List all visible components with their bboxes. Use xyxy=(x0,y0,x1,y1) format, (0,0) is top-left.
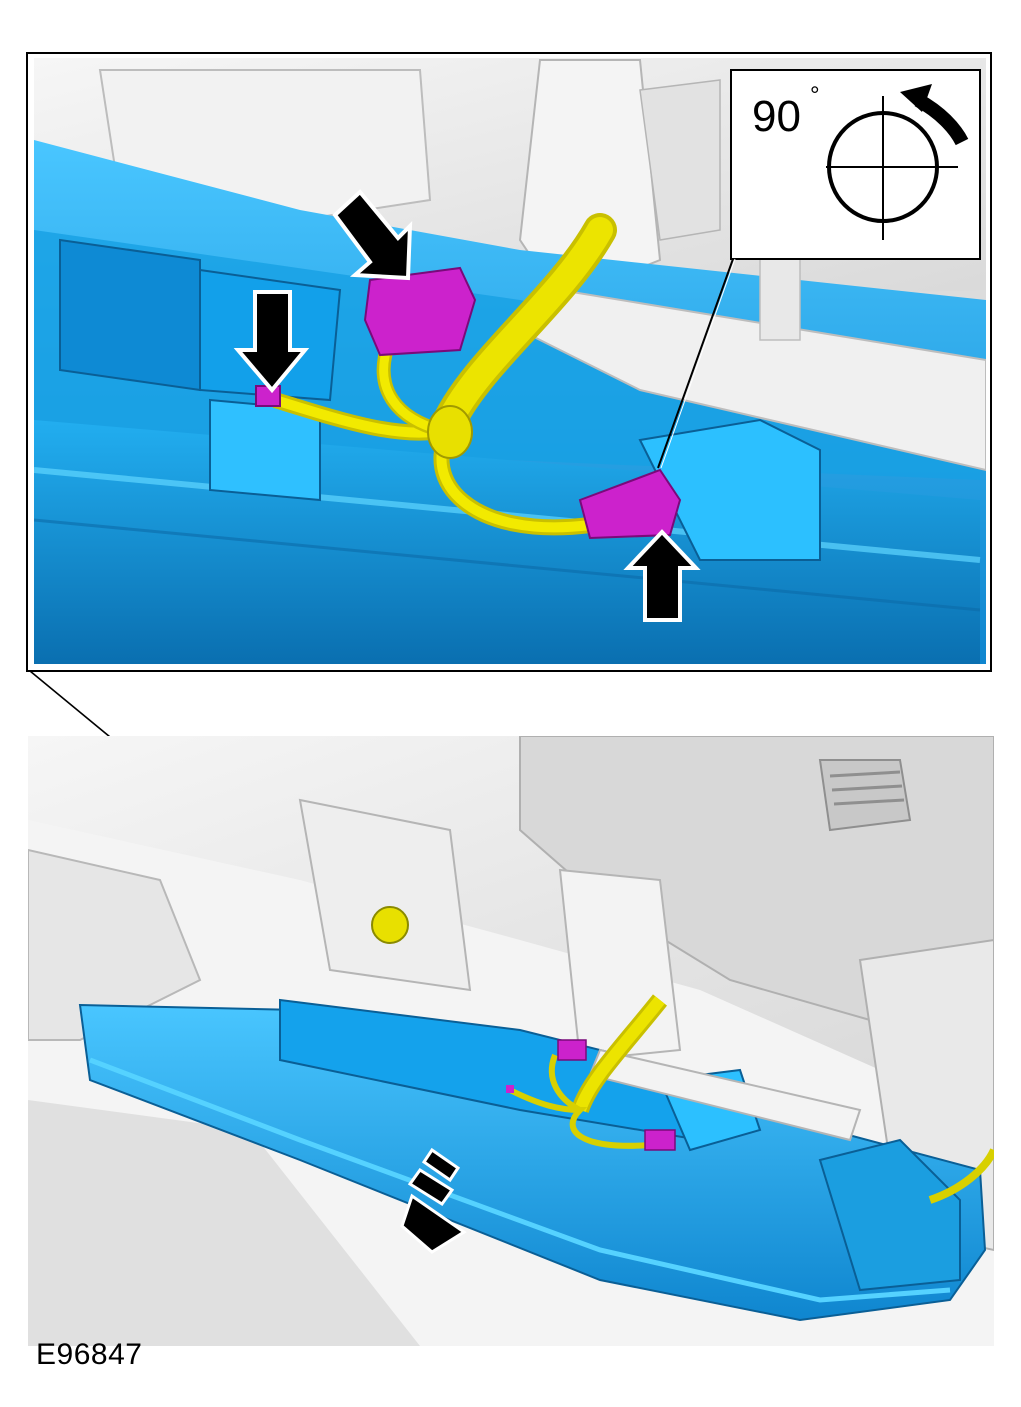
rotation-angle: 90 xyxy=(752,92,801,141)
degree-symbol: ° xyxy=(810,82,820,109)
arrow-diagonal-icon xyxy=(332,189,413,281)
figure-id: E96847 xyxy=(36,1338,143,1371)
overview-view xyxy=(28,736,994,1346)
arrow-up-icon xyxy=(623,529,701,622)
arrow-down-icon xyxy=(233,290,310,394)
detail-view: 90 ° xyxy=(26,52,992,672)
rotate-clockwise-icon xyxy=(826,84,969,240)
pull-direction-arrow-icon xyxy=(400,1147,467,1254)
rotation-inset: 90 ° xyxy=(657,69,981,469)
